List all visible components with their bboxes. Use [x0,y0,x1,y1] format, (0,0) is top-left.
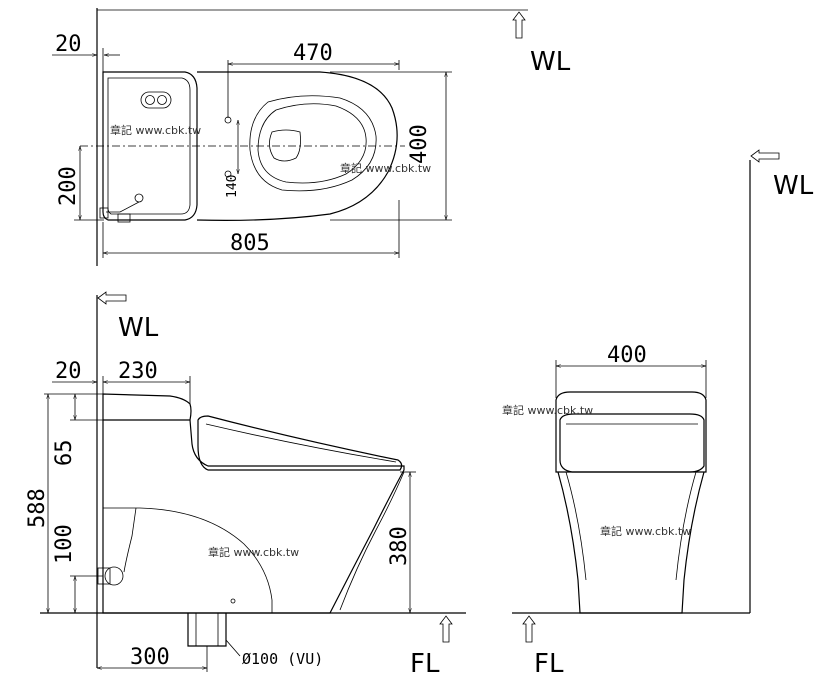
wl-arrow-top-icon [512,11,526,39]
top-view: 20 470 400 200 140 805 章記 www.cbk.tw 章記 … [52,8,528,266]
front-view: WL 400 章記 www.cbk.tw 章記 www.cbk.tw FL [502,149,814,676]
flush-button-small [145,95,155,105]
supply-nut [117,213,131,223]
wl-arrow-front-icon [750,149,780,163]
fl-arrow-side-icon [439,615,453,643]
side-supply-hose [123,507,137,573]
pipe-leader-line [225,639,241,657]
fl-label-front: FL [534,649,564,676]
side-trap-curve [139,507,273,613]
side-dim-20: 20 [55,359,82,384]
flush-button-outline [140,91,172,109]
top-tank-outline [102,71,198,221]
side-dim-300: 300 [130,645,170,670]
watermark-top-1: 章記 www.cbk.tw [110,123,201,137]
top-dim-20: 20 [55,32,82,57]
fixing-bolt-bottom [224,170,232,178]
side-dim-65: 65 [52,440,77,467]
flush-button-large [157,95,167,105]
top-bowl-inner-rim [257,103,367,184]
supply-hose [106,201,140,213]
watermark-side: 章記 www.cbk.tw [208,545,299,559]
top-drain-hole [269,129,301,162]
side-dim-380: 380 [387,526,412,566]
top-dim-200: 200 [56,166,81,206]
supply-stop [99,207,109,219]
front-tank [555,391,707,473]
side-front-curve [339,471,405,611]
top-dim-470: 470 [293,41,333,66]
side-tank-lid [102,393,192,421]
top-tank-inner [107,77,191,215]
side-small-hole [230,598,236,604]
top-dim-805: 805 [230,231,270,256]
watermark-top-2: 章記 www.cbk.tw [340,161,431,175]
side-body-outline [102,419,405,614]
watermark-front-2: 章記 www.cbk.tw [600,524,691,538]
top-bowl-outline [196,71,398,221]
side-dim-100: 100 [52,524,77,564]
side-seat-lid [197,415,403,471]
watermark-front-1: 章記 www.cbk.tw [502,403,593,417]
front-dim-400: 400 [607,343,647,368]
side-supply-valve [104,566,124,586]
fl-arrow-front-icon [522,615,536,643]
wl-label-top: WL [530,47,571,77]
top-bowl-rim [249,95,377,192]
supply-valve [134,193,144,203]
front-body [557,471,705,614]
side-seat-edge [205,423,397,463]
front-body-right-curve [675,471,697,581]
wl-arrow-side-icon [97,291,127,305]
top-dim-140: 140 [225,175,240,198]
fl-label-side: FL [410,649,440,676]
side-dim-588: 588 [25,488,50,528]
front-seat-lid [559,413,705,473]
side-outlet-pipe [187,613,227,647]
pipe-label: Ø100 (VU) [242,650,323,668]
side-view: WL 20 230 [25,291,466,676]
front-body-left-curve [565,471,587,581]
wl-label-front: WL [773,171,814,201]
top-dim-400: 400 [407,124,432,164]
wl-marker-top: WL [512,11,571,77]
side-dim-230: 230 [118,359,158,384]
wl-label-side: WL [118,313,159,343]
